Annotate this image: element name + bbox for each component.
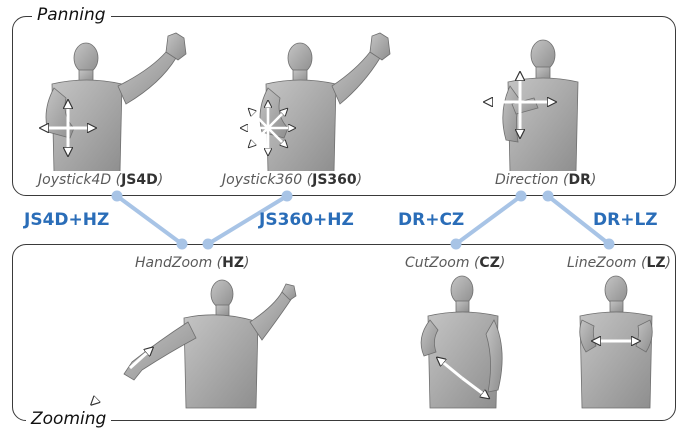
node-hz-left xyxy=(176,238,188,250)
four-way-arrow-icon xyxy=(488,76,552,134)
combo-js360-hz: JS360+HZ xyxy=(259,210,354,230)
label-direction: Direction (DR) xyxy=(493,171,599,189)
technique-name: HandZoom xyxy=(135,255,213,271)
node-dr-right xyxy=(542,190,554,202)
node-lz xyxy=(603,238,615,250)
technique-name: Joystick4D xyxy=(38,172,112,188)
zooming-panel xyxy=(12,244,676,421)
technique-name: LineZoom xyxy=(567,255,637,271)
figure-direction xyxy=(502,39,579,173)
technique-abbr: LZ xyxy=(646,255,666,271)
combo-dr-cz: DR+CZ xyxy=(398,210,465,230)
label-handzoom: HandZoom (HZ) xyxy=(133,254,252,272)
label-linezoom: LineZoom (LZ) xyxy=(565,254,674,272)
node-cz xyxy=(450,238,462,250)
combo-dr-lz: DR+LZ xyxy=(593,210,658,230)
connector-js360-hz xyxy=(206,194,289,246)
technique-name: Direction xyxy=(495,172,559,188)
label-joystick360: Joystick360 (JS360) xyxy=(220,171,365,189)
technique-abbr: CZ xyxy=(479,255,500,271)
figure-cutzoom xyxy=(420,275,503,409)
label-cutzoom: CutZoom (CZ) xyxy=(403,254,508,272)
technique-abbr: HZ xyxy=(222,255,245,271)
four-way-arrow-icon xyxy=(44,104,92,152)
technique-abbr: DR xyxy=(568,172,591,188)
technique-abbr: JS360 xyxy=(312,172,357,188)
node-js4d xyxy=(111,190,123,202)
node-hz-right xyxy=(202,238,214,250)
node-js360 xyxy=(281,190,293,202)
figure-joystick360 xyxy=(259,32,391,173)
double-arrow-icon xyxy=(440,360,486,396)
double-arrow-icon xyxy=(94,350,150,402)
connector-lines xyxy=(115,194,611,246)
panning-panel xyxy=(12,16,676,196)
technique-name: Joystick360 xyxy=(222,172,303,188)
node-dr-left xyxy=(515,190,527,202)
technique-abbr: JS4D xyxy=(121,172,158,188)
technique-name: CutZoom xyxy=(405,255,470,271)
connector-nodes xyxy=(111,190,615,250)
label-joystick4d: Joystick4D (JS4D) xyxy=(36,171,166,189)
panning-title: Panning xyxy=(32,5,111,25)
connector-dr-cz xyxy=(454,194,523,246)
connector-js4d-hz xyxy=(115,194,184,246)
connector-dr-lz xyxy=(546,194,611,246)
zooming-title: Zooming xyxy=(26,409,112,429)
figure-handzoom xyxy=(123,279,297,409)
eight-way-arrow-icon xyxy=(244,104,292,152)
combo-js4d-hz: JS4D+HZ xyxy=(24,210,110,230)
